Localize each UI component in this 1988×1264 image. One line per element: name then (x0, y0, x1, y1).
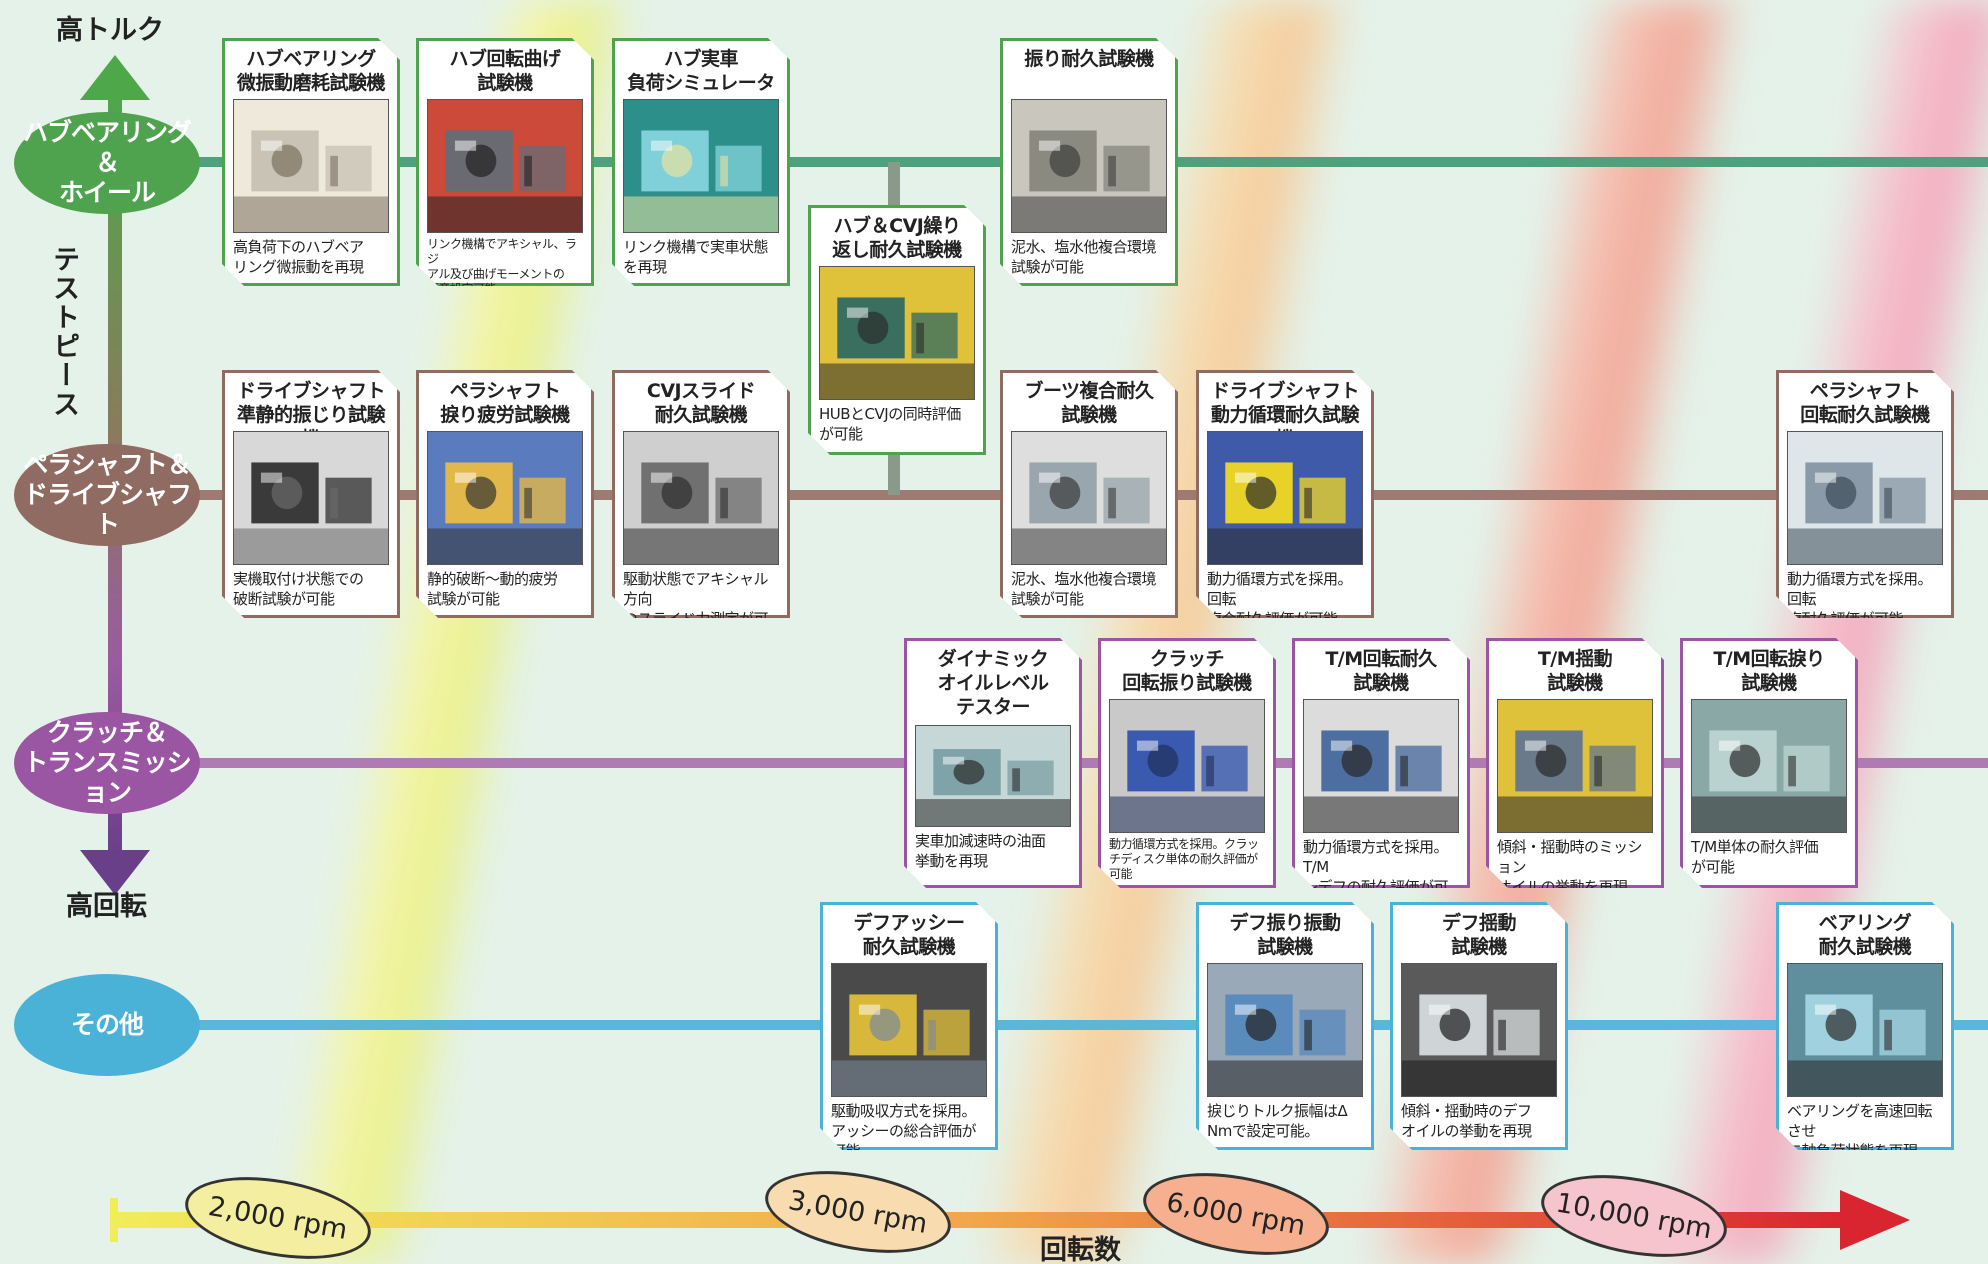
card-title: デフアッシー 耐久試験機 (853, 912, 965, 958)
card-description: 捩じりトルク振幅はΔ Nmで設定可能。 (1207, 1102, 1348, 1140)
category-propeller-drive-shaft: ペラシャフト＆ ドライブシャフト (14, 444, 200, 546)
test-machine-card: ドライブシャフト 動力循環耐久試験機動力循環方式を採用。回転 複合耐久評価が可能 (1196, 370, 1374, 618)
test-machine-card: CVJスライド 耐久試験機駆動状態でアキシャル方向 のスライド力測定が可能 (612, 370, 790, 618)
card-description: 泥水、塩水他複合環境 試験が可能 (1011, 570, 1157, 608)
machine-photo (1207, 963, 1363, 1097)
card-title: ブーツ複合耐久 試験機 (1024, 380, 1154, 426)
machine-photo (1691, 699, 1847, 833)
card-title: ハブベアリング 微振動磨耗試験機 (236, 48, 385, 94)
test-machine-card: デフ振り振動 試験機捩じりトルク振幅はΔ Nmで設定可能。 (1196, 902, 1374, 1150)
test-machine-card: T/M回転捩り 試験機 T/M単体の耐久評価 が可能 (1680, 638, 1858, 888)
card-title: ペラシャフト 回転耐久試験機 (1800, 380, 1930, 426)
card-description: 泥水、塩水他複合環境 試験が可能 (1011, 238, 1157, 276)
machine-photo (1011, 431, 1167, 565)
test-machine-card: 振り耐久試験機泥水、塩水他複合環境 試験が可能 (1000, 38, 1178, 286)
card-description: 駆動状態でアキシャル方向 のスライド力測定が可能 (623, 570, 769, 648)
line-other (150, 1020, 1988, 1030)
card-title: ハブ実車 負荷シミュレータ (627, 48, 775, 94)
test-machine-card: ハブベアリング 微振動磨耗試験機高負荷下のハブベア リング微振動を再現 (222, 38, 400, 286)
card-description: リンク機構で実車状態 を再現 (623, 238, 769, 276)
machine-photo (1787, 431, 1943, 565)
card-description: 傾斜・揺動時のデフ オイルの挙動を再現 (1401, 1102, 1532, 1140)
machine-photo (1787, 963, 1943, 1097)
rotation-speed-label: 回転数 (1040, 1235, 1121, 1264)
machine-photo (427, 431, 583, 565)
card-description: 静的破断～動的疲労 試験が可能 (427, 570, 558, 608)
card-description: 駆動吸収方式を採用。 アッシーの総合評価が可能 (831, 1102, 977, 1160)
card-title: クラッチ 回転振り試験機 (1122, 648, 1252, 694)
test-piece-label: テストピース (48, 245, 79, 419)
test-machine-card: デフ揺動 試験機傾斜・揺動時のデフ オイルの挙動を再現 (1390, 902, 1568, 1150)
card-title: CVJスライド 耐久試験機 (646, 380, 756, 426)
card-title: デフ振り振動 試験機 (1229, 912, 1341, 958)
card-title: ハブ＆CVJ繰り 返し耐久試験機 (832, 215, 962, 261)
machine-photo (1497, 699, 1653, 833)
test-machine-card: ドライブシャフト 準静的振じり試験機実機取付け状態での 破断試験が可能 (222, 370, 400, 618)
machine-photo (1011, 99, 1167, 233)
card-title: デフ揺動 試験機 (1441, 912, 1516, 958)
card-description: HUBとCVJの同時評価 が可能 (819, 405, 961, 443)
card-description: 動力循環方式を採用。クラッ チディスク単体の耐久評価が 可能 (1109, 837, 1259, 881)
card-title: T/M回転捩り 試験機 (1713, 648, 1825, 694)
card-description: 実機取付け状態での 破断試験が可能 (233, 570, 364, 608)
card-title: ハブ回転曲げ 試験機 (449, 48, 561, 94)
card-description: 実車加減速時の油面 挙動を再現 (915, 832, 1046, 870)
test-machine-card: デフアッシー 耐久試験機駆動吸収方式を採用。 アッシーの総合評価が可能 (820, 902, 998, 1150)
vertical-axis-arrow (80, 55, 150, 895)
arrow-down-icon (80, 850, 150, 895)
machine-photo (623, 99, 779, 233)
card-description: T/M単体の耐久評価 が可能 (1691, 838, 1819, 876)
machine-photo (831, 963, 987, 1097)
machine-photo (1401, 963, 1557, 1097)
test-machine-card: ベアリング 耐久試験機ベアリングを高速回転させ 二軸負荷状態を再現 (1776, 902, 1954, 1150)
test-machine-card: ダイナミック オイルレベル テスター実車加減速時の油面 挙動を再現 (904, 638, 1082, 888)
card-title: ペラシャフト 捩り疲労試験機 (440, 380, 570, 426)
arrow-up-icon (80, 55, 150, 100)
machine-photo (1207, 431, 1363, 565)
card-title: T/M回転耐久 試験機 (1325, 648, 1437, 694)
machine-photo (233, 99, 389, 233)
machine-photo (1303, 699, 1459, 833)
test-machine-card: ペラシャフト 捩り疲労試験機静的破断～動的疲労 試験が可能 (416, 370, 594, 618)
card-title: 振り耐久試験機 (1024, 48, 1154, 70)
machine-photo (819, 266, 975, 400)
card-description: 高負荷下のハブベア リング微振動を再現 (233, 238, 364, 276)
machine-photo (233, 431, 389, 565)
test-machine-card: T/M揺動 試験機傾斜・揺動時のミッション オイルの挙動を再現 (1486, 638, 1664, 888)
category-hub-bearing-wheel: ハブベアリング＆ ホイール (14, 112, 200, 214)
category-clutch-transmission: クラッチ＆ トランスミッション (14, 712, 200, 814)
machine-photo (915, 725, 1071, 827)
card-title: T/M揺動 試験機 (1537, 648, 1613, 694)
arrow-right-icon (1840, 1190, 1910, 1250)
card-description: リンク機構でアキシャル、ラジ アル及び曲げモーメントの 任意設定可能 (427, 237, 577, 281)
test-machine-card: ブーツ複合耐久 試験機泥水、塩水他複合環境 試験が可能 (1000, 370, 1178, 618)
high-rotation-label: 高回転 (66, 891, 147, 922)
machine-photo (623, 431, 779, 565)
high-torque-label: 高トルク (56, 15, 164, 46)
rpm-axis-arrow (110, 1190, 1910, 1250)
test-machine-card: ハブ実車 負荷シミュレータリンク機構で実車状態 を再現 (612, 38, 790, 286)
machine-photo (427, 99, 583, 233)
card-title: ダイナミック オイルレベル テスター (937, 648, 1049, 718)
category-other: その他 (14, 974, 200, 1076)
machine-photo (1109, 699, 1265, 833)
test-machine-card: クラッチ 回転振り試験機動力循環方式を採用。クラッ チディスク単体の耐久評価が … (1098, 638, 1276, 888)
card-title: ベアリング 耐久試験機 (1818, 912, 1912, 958)
test-machine-card: ハブ＆CVJ繰り 返し耐久試験機 HUBとCVJの同時評価 が可能 (808, 205, 986, 455)
